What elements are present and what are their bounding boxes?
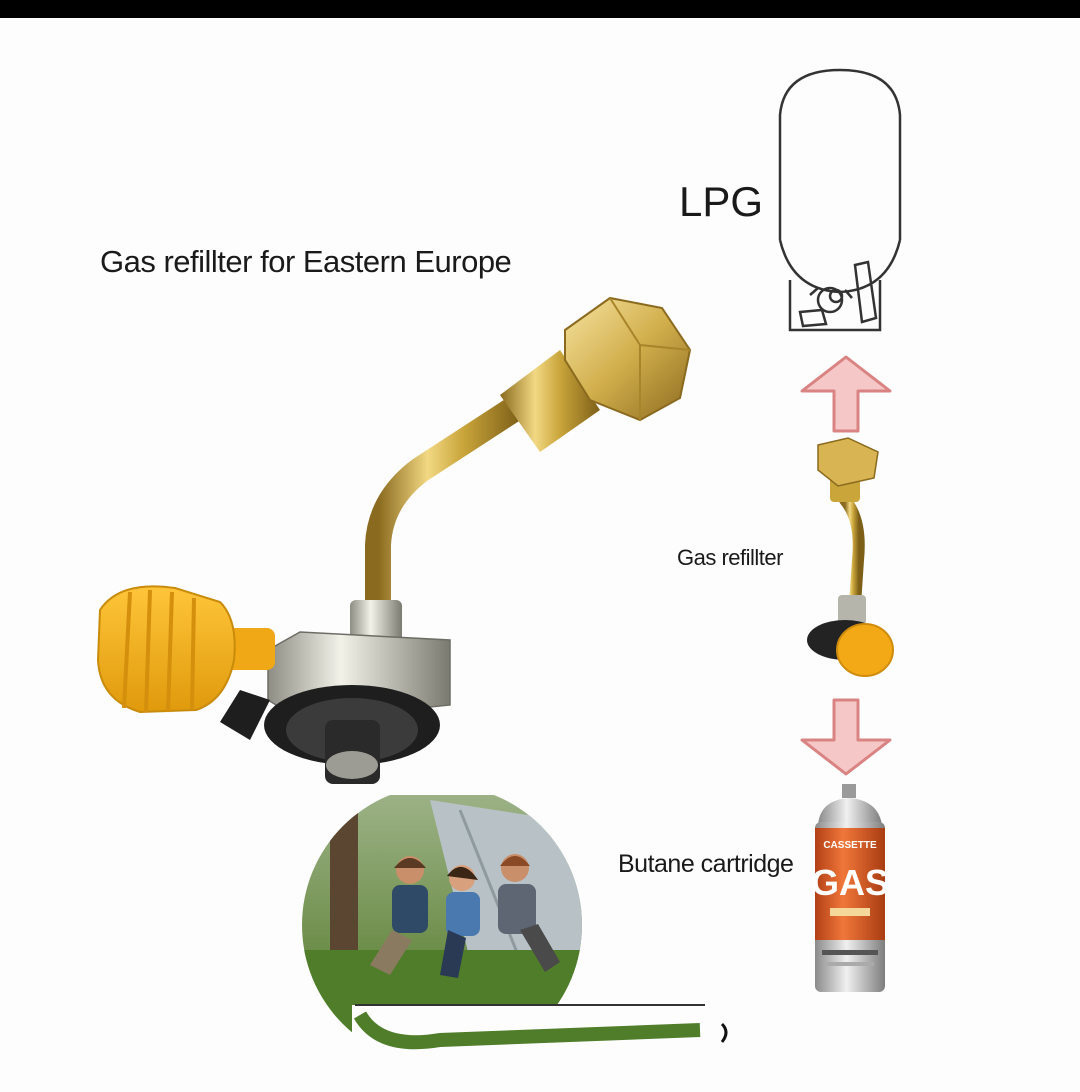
- brass-pipe: [365, 392, 533, 625]
- butane-cartridge-label: Butane cartridge: [618, 850, 794, 878]
- butane-cartridge-image: CASSETTE GAS: [811, 784, 889, 992]
- gas-refillter-label: Gas refillter: [677, 545, 783, 570]
- small-refill-adapter-image: [807, 437, 894, 677]
- hex-nut: [564, 296, 692, 422]
- can-gas-text: GAS: [811, 862, 889, 903]
- person-left: [370, 856, 428, 975]
- up-arrow-icon: [800, 355, 892, 433]
- down-arrow-icon: [800, 698, 892, 776]
- page-title: Gas refillter for Eastern Europe: [100, 244, 512, 279]
- lpg-cylinder-icon: [778, 68, 902, 332]
- knob-stem: [225, 628, 275, 670]
- person-middle: [440, 865, 480, 978]
- can-brand-text: CASSETTE: [823, 840, 877, 851]
- camping-photo: [302, 795, 730, 1065]
- orange-knob: [96, 585, 236, 714]
- lpg-label: LPG: [679, 178, 764, 225]
- gas-refill-adapter-image: [96, 296, 692, 784]
- person-right: [498, 854, 560, 972]
- top-bar: [0, 0, 1080, 18]
